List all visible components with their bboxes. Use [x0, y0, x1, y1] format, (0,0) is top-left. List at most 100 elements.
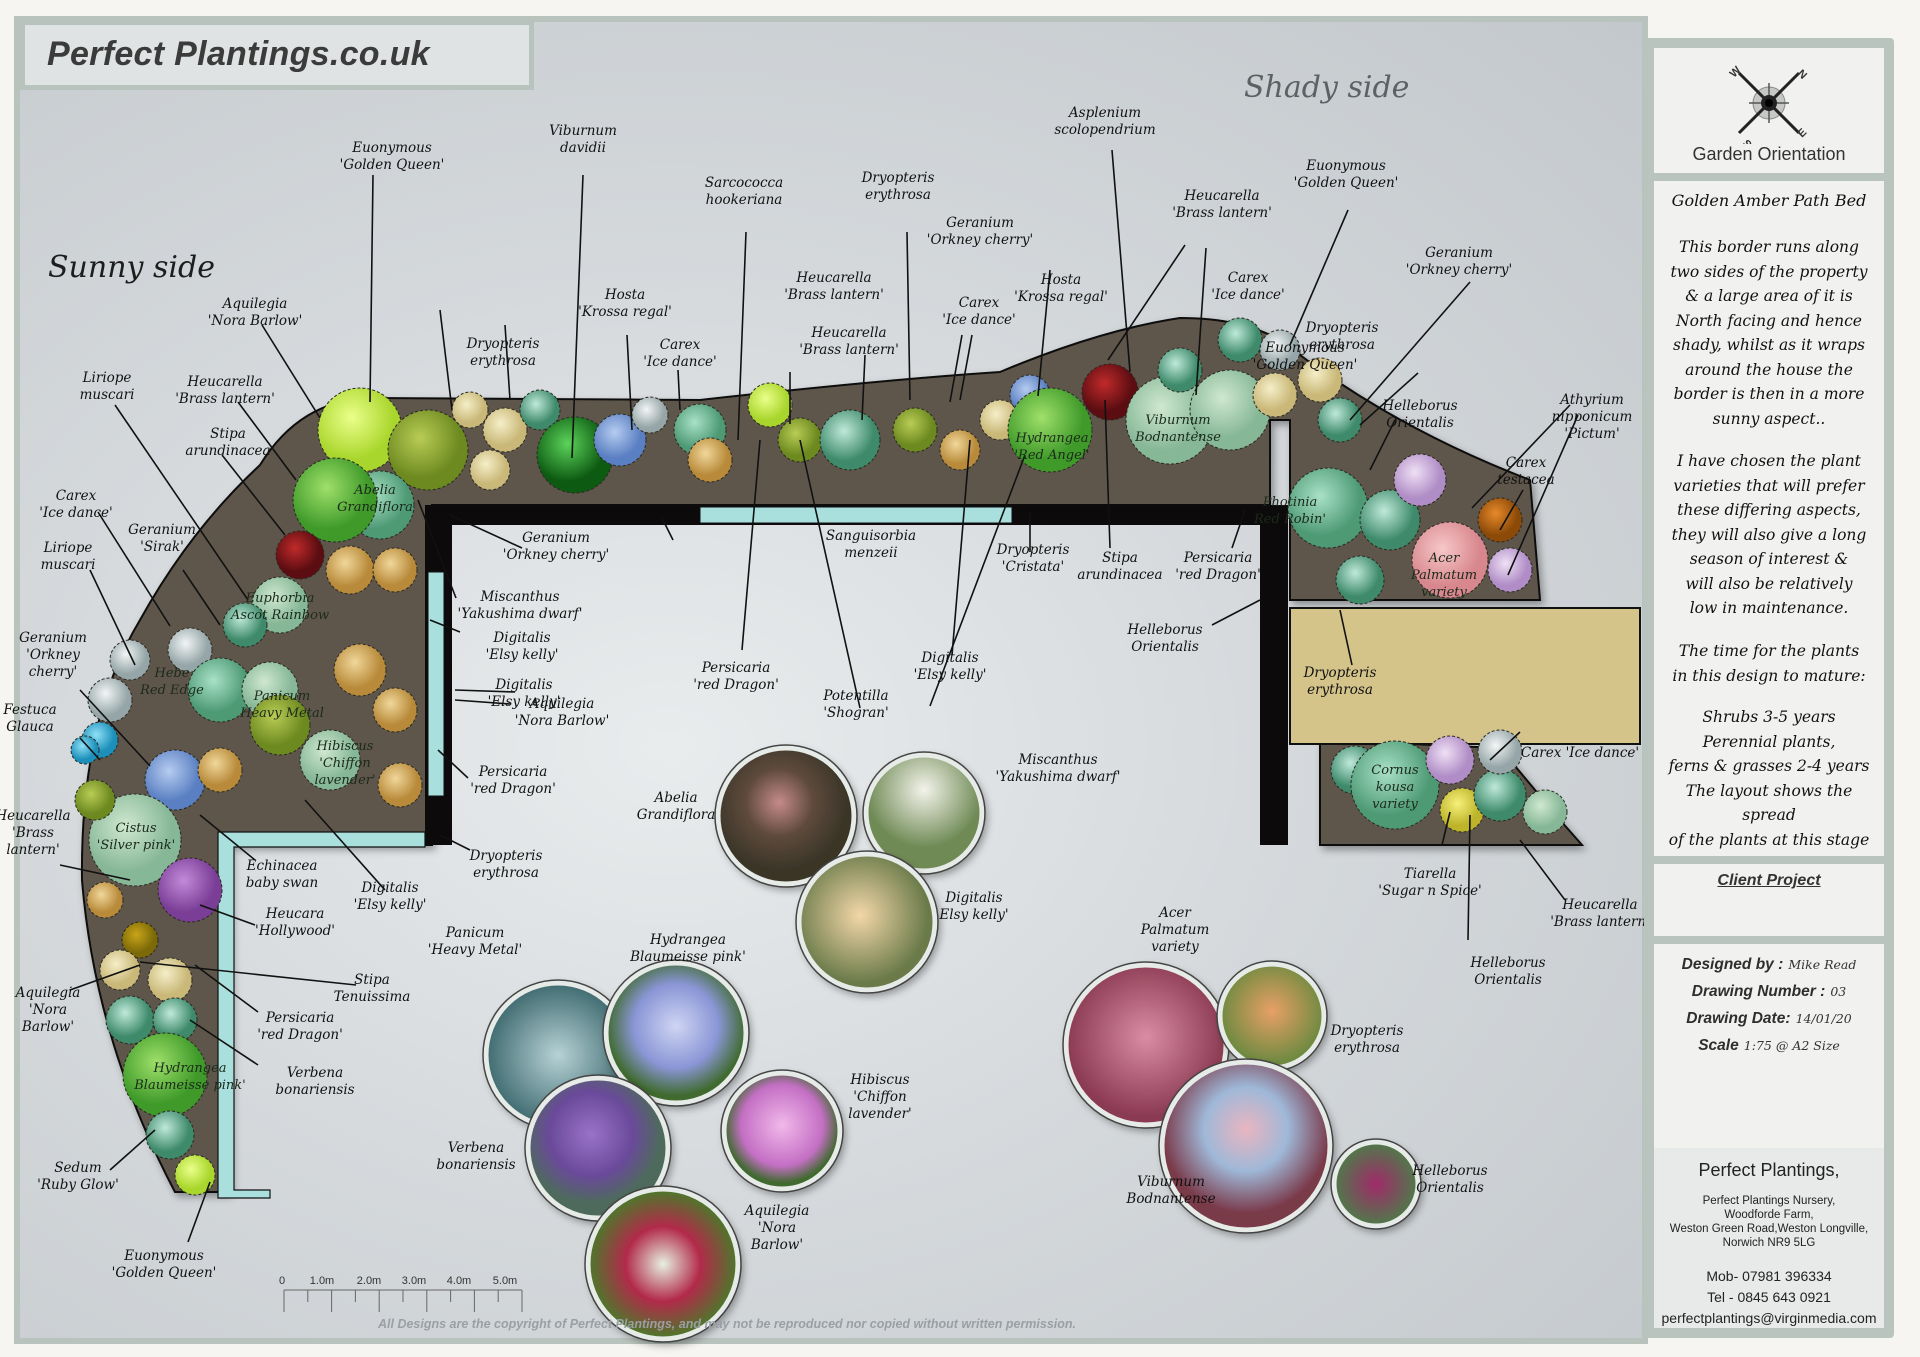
leader-line	[626, 334, 633, 431]
leader-line	[187, 1181, 211, 1243]
plant-label: Athyrium nipponicum 'Pictum'	[1551, 392, 1633, 442]
plant-symbol	[1359, 489, 1421, 551]
contact-box: Perfect Plantings, Perfect Plantings Nur…	[1654, 1148, 1884, 1328]
window-corner	[217, 831, 426, 1199]
leader-line	[1441, 811, 1451, 846]
plant-symbol	[249, 694, 311, 756]
leader-line	[677, 369, 681, 411]
plant-symbol	[939, 429, 981, 471]
leader-line	[1195, 247, 1207, 396]
plant-label: Echinacea baby swan	[245, 858, 319, 891]
leader-line	[221, 454, 286, 536]
plant-photo	[525, 1075, 671, 1221]
plant-label: Dryopteris erythrosa	[469, 848, 543, 881]
leader-line	[439, 834, 471, 851]
description-box: Golden Amber Path Bed This border runs a…	[1654, 181, 1884, 856]
plant-symbol	[1522, 789, 1568, 835]
plant-label: Heucarella 'Brass lantern'	[799, 325, 899, 358]
plant-label: Carex 'Ice dance'	[1520, 745, 1640, 761]
leader-line	[182, 569, 221, 626]
plant-label: Persicaria 'red Dragon'	[470, 764, 556, 797]
plant-symbol	[387, 409, 469, 491]
plant-label: Heucara 'Hollywood'	[254, 906, 336, 939]
photo-label: Panicum 'Heavy Metal'	[427, 925, 523, 958]
scale-tick-label: 1.0m	[309, 1275, 335, 1287]
window-top	[699, 506, 1013, 524]
sunny-side-label: Sunny side	[48, 250, 215, 285]
plant-label: Potentilla 'Shogran'	[823, 688, 889, 721]
plant-label: Heucarella 'Brass lantern'	[1550, 897, 1650, 930]
plant-symbol	[105, 995, 155, 1045]
plant-symbol	[1252, 372, 1298, 418]
plant-photo	[715, 745, 857, 887]
compass-e: E	[1796, 126, 1810, 140]
plant-label: Euonymous 'Golden Queen'	[339, 140, 445, 173]
plant-symbol	[99, 949, 141, 991]
plant-symbol	[157, 857, 223, 923]
plant-label: Liriope muscari	[40, 540, 96, 573]
email-address[interactable]: perfectplantings@virginmedia.com	[1661, 1310, 1877, 1326]
plant-symbol	[74, 779, 116, 821]
plant-label: Sedum 'Ruby Glow'	[37, 1160, 119, 1193]
plant-symbol	[1335, 555, 1385, 605]
plant-label: Stipa Tenuissima	[333, 972, 411, 1005]
plant-label: Heucarella 'Brass lantern'	[1172, 188, 1272, 221]
plant-label: Aquilegia 'Nora Barlow'	[207, 296, 303, 329]
in-bed-plant-label: Viburnum Bodnantense	[1135, 413, 1221, 445]
plant-symbol	[1259, 329, 1301, 371]
in-bed-plant-label: Hebe Red Edge	[140, 666, 204, 698]
leader-line	[439, 309, 453, 411]
photo-label: Hibiscus 'Chiffon lavender'	[848, 1072, 912, 1122]
plant-symbol	[631, 396, 669, 434]
leader-line	[504, 324, 511, 401]
in-bed-plant-label: Panicum Heavy Metal	[240, 689, 324, 721]
leader-line	[89, 569, 136, 666]
plant-label: Aquilegia 'Nora Barlow'	[514, 696, 610, 729]
plant-label: Geranium 'Orkney cherry'	[19, 630, 87, 680]
leader-line	[199, 814, 256, 861]
leader-line	[69, 964, 141, 991]
plant-symbol	[1007, 387, 1093, 473]
compass-s: S	[1740, 138, 1754, 144]
leader-line	[199, 904, 256, 926]
plant-symbol	[70, 735, 100, 765]
photo-label: Aquilegia 'Nora Barlow'	[744, 1203, 810, 1253]
in-bed-plant-label: Photinia Red Robin'	[1254, 495, 1326, 527]
shady-side-label: Shady side	[1244, 70, 1410, 105]
plant-symbol	[147, 957, 193, 1003]
description-para-2: I have chosen the plant varieties that w…	[1671, 452, 1867, 617]
plant-symbol	[1477, 497, 1523, 543]
scale-tick-label: 3.0m	[401, 1275, 427, 1287]
leader-line	[1507, 414, 1579, 576]
leader-line	[59, 864, 131, 881]
leader-line	[194, 964, 259, 1013]
leader-line	[799, 439, 861, 709]
plant-label: Dryopteris erythrosa	[861, 170, 935, 203]
address-line: Perfect Plantings Nursery,	[1702, 1195, 1836, 1207]
scale-row: Scale 1:75 @ A2 Size	[1698, 1037, 1840, 1054]
plant-photos	[482, 744, 1422, 1343]
leader-line	[929, 454, 1026, 707]
in-bed-plant-label: Abelia Grandiflora	[337, 483, 413, 515]
plant-label: Geranium 'Orkney cherry'	[1405, 245, 1513, 278]
plant-label: Digitalis 'Elsy kelly'	[913, 650, 987, 683]
leader-line	[661, 517, 674, 541]
plant-label: Geranium 'Orkney cherry'	[502, 530, 610, 563]
plant-symbol	[152, 997, 198, 1043]
plant-symbol	[222, 602, 268, 648]
plant-label: Verbena bonariensis	[275, 1065, 355, 1098]
plant-label: Carex testacea	[1497, 455, 1555, 488]
leader-line	[959, 334, 973, 401]
plant-symbol	[87, 677, 133, 723]
plant-photo-ring	[862, 751, 986, 875]
description-para-3: The time for the plants in this design t…	[1672, 642, 1866, 685]
plant-label: Helleborus Orientalis	[1127, 622, 1203, 655]
leader-line	[737, 231, 747, 441]
tel-number: Tel - 0845 643 0921	[1707, 1289, 1831, 1305]
leader-lines	[59, 149, 1579, 1243]
plant-symbol	[1350, 740, 1440, 830]
leader-line	[114, 404, 249, 601]
plant-symbol	[482, 407, 528, 453]
plant-label: Persicaria 'red Dragon'	[257, 1010, 343, 1043]
plant-label: Miscanthus 'Yakushima dwarf'	[457, 589, 583, 622]
